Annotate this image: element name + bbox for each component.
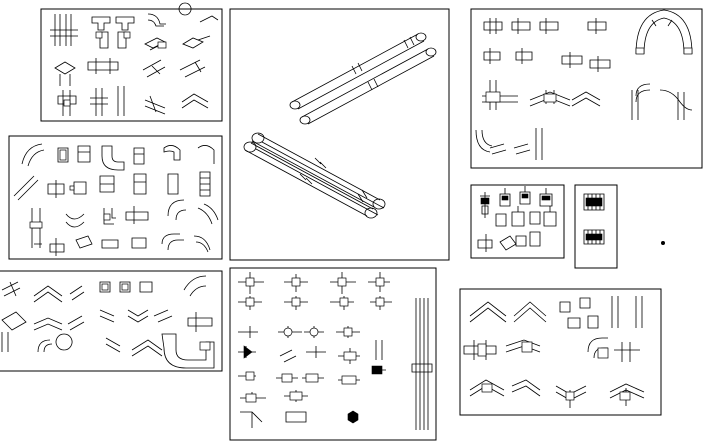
panel-bottom-right-fittings xyxy=(459,288,662,416)
panel-bottom-center-symbols xyxy=(229,267,437,441)
panel-left-middle-fittings xyxy=(8,135,223,260)
stray-dot xyxy=(661,241,665,245)
panel-top-right-elbows xyxy=(470,8,703,169)
panel-small-detail xyxy=(574,184,618,269)
panel-left-bottom-fittings xyxy=(0,270,223,372)
panel-center-parallel-pipes xyxy=(229,8,450,261)
panel-top-left-fittings xyxy=(40,2,223,122)
panel-small-valves xyxy=(470,184,565,259)
